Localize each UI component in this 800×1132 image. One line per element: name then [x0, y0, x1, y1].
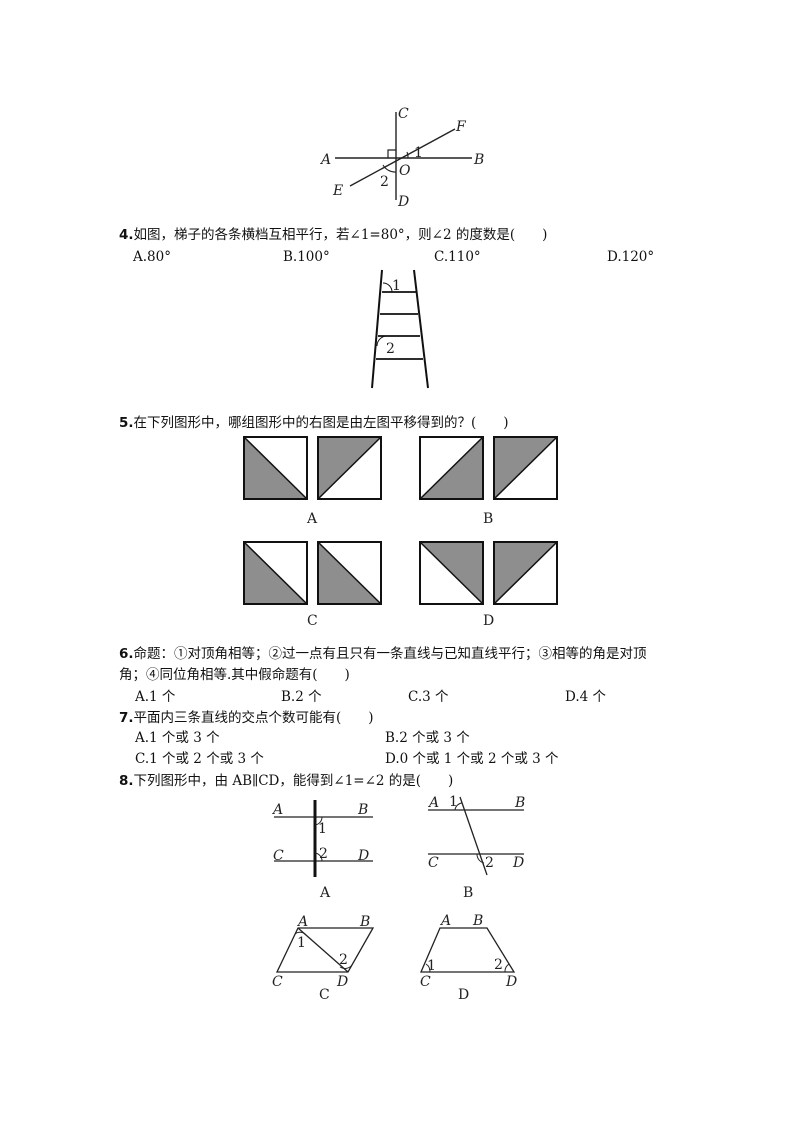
figB-label-D: D [512, 855, 524, 871]
question-7-number: 7. [119, 710, 134, 726]
q4-option-c: C.110° [434, 249, 481, 265]
q7-option-d: D.0 个或 1 个或 2 个或 3 个 [385, 751, 559, 767]
figC-label-C: C [272, 974, 283, 990]
label-F: F [455, 119, 467, 135]
q8-caption-a: A [319, 885, 331, 901]
angle-label-2: 2 [380, 174, 389, 190]
figB-label-C: C [428, 855, 439, 871]
question-8-number: 8. [119, 773, 134, 789]
question-5-text: 在下列图形中，哪组图形中的右图是由左图平移得到的？( ) [133, 415, 509, 431]
question-8: 8.下列图形中，由 AB∥CD，能得到∠1=∠2 的是( ) [119, 772, 453, 790]
question-6-number: 6. [119, 646, 134, 662]
figD-label-C: C [420, 974, 431, 990]
q5-caption-b: B [483, 511, 493, 527]
figA-label-D: D [357, 848, 369, 864]
figD-angle-2: 2 [494, 957, 503, 973]
figC-label-B: B [359, 914, 370, 930]
figD-label-D: D [505, 974, 517, 990]
q5-caption-a: A [306, 511, 318, 527]
question-6-line-2: 角；④同位角相等.其中假命题有( ) [119, 667, 350, 683]
label-D: D [397, 194, 409, 210]
question-4-text: 如图，梯子的各条横档互相平行，若∠1=80°，则∠2 的度数是( ) [133, 227, 548, 243]
figA-label-B: B [357, 802, 368, 818]
question-5-number: 5. [119, 415, 134, 431]
figure-translation-options: A B C D [243, 436, 558, 629]
figure-ladder: 1 2 [371, 269, 429, 389]
q6-option-c: C.3 个 [408, 689, 449, 705]
question-4-number: 4. [119, 227, 134, 243]
q4-option-d: D.120° [607, 249, 655, 265]
figB-angle-2: 2 [485, 855, 494, 871]
figB-angle-1: 1 [449, 794, 458, 810]
label-A: A [319, 152, 331, 168]
figC-label-A: A [296, 914, 308, 930]
q6-option-b: B.2 个 [281, 689, 322, 705]
label-O: O [399, 163, 411, 179]
q5-caption-d: D [483, 613, 494, 629]
q7-option-b: B.2 个或 3 个 [385, 730, 470, 746]
figA-label-C: C [273, 848, 284, 864]
figD-angle-1: 1 [427, 958, 436, 974]
figB-label-A: A [427, 795, 439, 811]
q8-caption-c: C [319, 987, 330, 1003]
question-6-text-1: 命题：①对顶角相等；②过一点有且只有一条直线与已知直线平行；③相等的角是对顶 [133, 646, 647, 662]
question-7-text: 平面内三条直线的交点个数可能有( ) [133, 710, 374, 726]
figure-parallel-options: A B 1 2 C D A A 1 B C 2 D B A B 1 2 C D … [271, 794, 525, 1003]
angle-label-1: 1 [414, 145, 423, 161]
question-7: 7.平面内三条直线的交点个数可能有( ) [119, 709, 374, 727]
label-C: C [398, 106, 409, 122]
q4-option-b: B.100° [283, 249, 330, 265]
q8-caption-b: B [463, 885, 473, 901]
figA-angle-2: 2 [319, 846, 328, 862]
question-5: 5.在下列图形中，哪组图形中的右图是由左图平移得到的？( ) [119, 414, 509, 432]
figC-label-D: D [336, 974, 348, 990]
figA-angle-1: 1 [318, 821, 327, 837]
figA-label-A: A [271, 802, 283, 818]
ladder-angle-2: 2 [386, 341, 395, 357]
figure-intersecting-lines: C F A B 1 O 2 E D [319, 106, 484, 210]
question-8-text: 下列图形中，由 AB∥CD，能得到∠1=∠2 的是( ) [133, 773, 454, 789]
q4-option-a: A.80° [133, 249, 171, 265]
ladder-angle-1: 1 [392, 278, 401, 294]
q7-option-c: C.1 个或 2 个或 3 个 [135, 751, 264, 767]
q8-caption-d: D [458, 987, 469, 1003]
label-B: B [473, 152, 484, 168]
question-6-line-1: 6.命题：①对顶角相等；②过一点有且只有一条直线与已知直线平行；③相等的角是对顶 [119, 645, 647, 663]
q6-option-a: A.1 个 [135, 689, 176, 705]
figD-label-B: B [472, 913, 483, 929]
question-4: 4.如图，梯子的各条横档互相平行，若∠1=80°，则∠2 的度数是( ) [119, 226, 547, 244]
figB-label-B: B [514, 795, 525, 811]
q5-caption-c: C [307, 613, 318, 629]
q6-option-d: D.4 个 [565, 689, 607, 705]
figC-angle-2: 2 [339, 952, 348, 968]
q7-option-a: A.1 个或 3 个 [135, 730, 220, 746]
figD-label-A: A [439, 913, 451, 929]
figC-angle-1: 1 [297, 935, 306, 951]
label-E: E [332, 183, 343, 199]
